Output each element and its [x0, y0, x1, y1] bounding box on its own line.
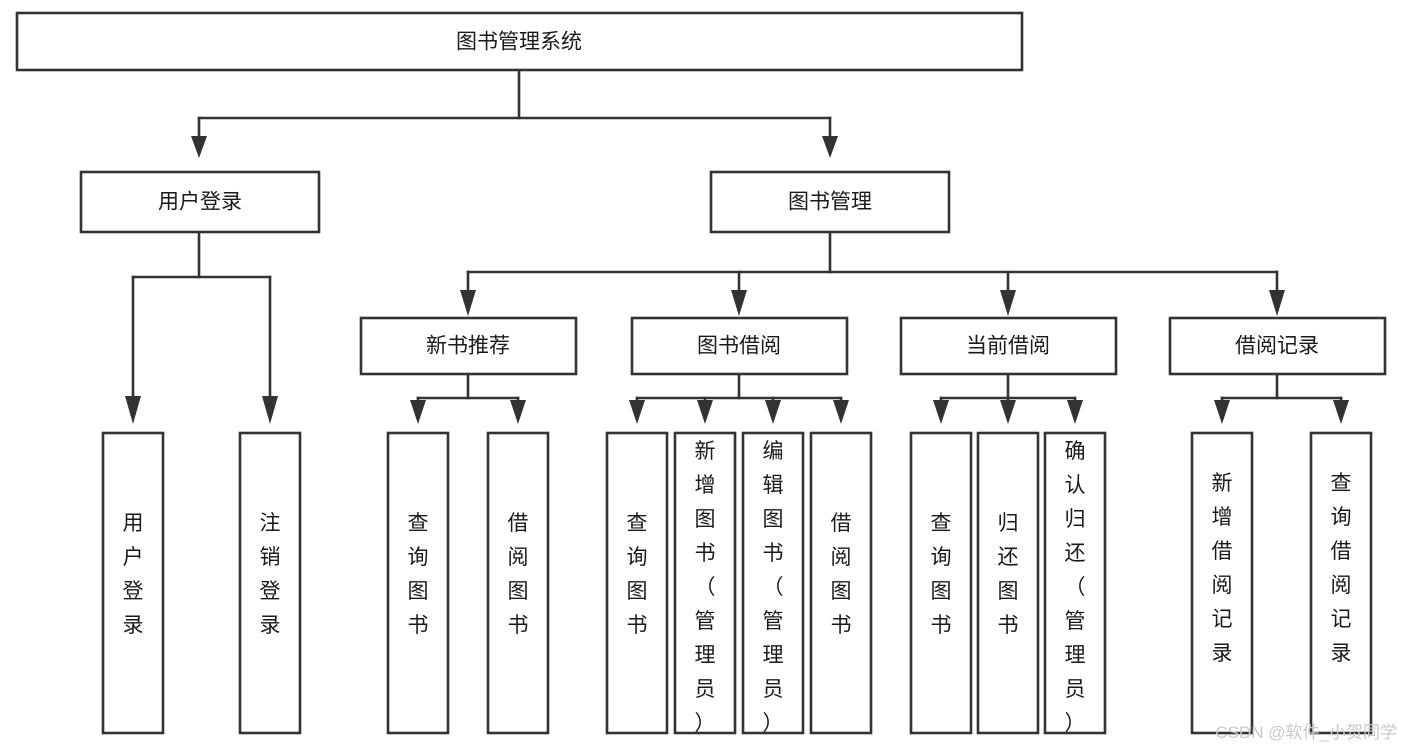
node-user-login-label: 用户登录	[158, 191, 242, 214]
node-book-borrow-label: 图书借阅	[697, 335, 781, 358]
leaf-current-borrow-2-label: 归还图书	[998, 512, 1019, 637]
leaf-borrow-records-2[interactable]: 查询借阅记录	[1309, 431, 1373, 735]
leaf-book-borrow-2[interactable]: 新增图书（管理员）	[673, 431, 737, 735]
leaf-book-borrow-1-box[interactable]	[605, 431, 669, 735]
arrow-borrow-leaf-4	[833, 400, 849, 424]
arrow-newbook-leaf-1	[410, 400, 426, 424]
leaf-new-book-1-label: 查询图书	[408, 512, 429, 637]
node-borrow-records-label: 借阅记录	[1235, 335, 1319, 358]
leaf-new-book-2-box[interactable]	[486, 431, 550, 735]
arrow-current-leaf-3	[1067, 400, 1083, 424]
arrow-bookmgmt-to-records	[1269, 290, 1285, 316]
leaf-new-book-1[interactable]: 查询图书	[386, 431, 450, 735]
leaf-borrow-records-2-box[interactable]	[1309, 431, 1373, 735]
leaf-book-borrow-3-label: 编辑图书（管理员）	[763, 440, 784, 735]
arrow-current-leaf-1	[933, 400, 949, 424]
arrow-userlogin-leaf-1	[125, 396, 141, 424]
node-root-label: 图书管理系统	[456, 31, 582, 54]
node-current-borrow-label: 当前借阅	[966, 335, 1050, 358]
arrow-records-leaf-1	[1214, 400, 1230, 424]
leaf-borrow-records-1-box[interactable]	[1190, 431, 1254, 735]
connector-group-records	[1214, 372, 1349, 424]
arrow-current-leaf-2	[1000, 400, 1016, 424]
arrow-root-to-bookmgmt	[822, 136, 838, 158]
leaf-current-borrow-2-box[interactable]	[976, 431, 1040, 735]
node-book-borrow[interactable]: 图书借阅	[630, 316, 849, 376]
leaf-current-borrow-1-label: 查询图书	[931, 512, 952, 637]
csdn-watermark: CSDN @软件_小贺同学	[1215, 723, 1397, 742]
leaf-book-borrow-4[interactable]: 借阅图书	[809, 431, 873, 735]
arrow-borrow-leaf-1	[629, 400, 645, 424]
node-user-login-box[interactable]	[79, 170, 321, 234]
node-book-management-box[interactable]	[709, 170, 951, 234]
arrow-bookmgmt-to-borrow	[731, 290, 747, 316]
leaf-user-login-1-label: 用户登录	[123, 512, 144, 637]
node-book-borrow-box[interactable]	[630, 316, 849, 376]
leaf-book-borrow-1[interactable]: 查询图书	[605, 431, 669, 735]
node-borrow-records-box[interactable]	[1168, 316, 1387, 376]
node-root[interactable]: 图书管理系统	[15, 11, 1024, 72]
leaf-book-borrow-3[interactable]: 编辑图书（管理员）	[741, 431, 805, 735]
node-root-box[interactable]	[15, 11, 1024, 72]
connector-group-newbook	[410, 372, 526, 424]
node-user-login[interactable]: 用户登录	[79, 170, 321, 234]
leaf-new-book-2[interactable]: 借阅图书	[486, 431, 550, 735]
leaf-current-borrow-1[interactable]: 查询图书	[909, 431, 973, 735]
leaf-book-borrow-3-box[interactable]	[741, 431, 805, 735]
node-book-management[interactable]: 图书管理	[709, 170, 951, 234]
arrow-userlogin-leaf-2	[262, 396, 278, 424]
arrow-bookmgmt-to-current	[1000, 290, 1016, 316]
leaf-user-login-1[interactable]: 用户登录	[101, 431, 165, 735]
arrow-records-leaf-2	[1333, 400, 1349, 424]
node-borrow-records[interactable]: 借阅记录	[1168, 316, 1387, 376]
leaf-borrow-records-1[interactable]: 新增借阅记录	[1190, 431, 1254, 735]
arrow-newbook-leaf-2	[510, 400, 526, 424]
leaf-user-login-2-box[interactable]	[238, 431, 302, 735]
leaf-current-borrow-3-label: 确认归还（管理员）	[1065, 440, 1086, 735]
leaf-new-book-2-label: 借阅图书	[508, 512, 529, 637]
leaf-user-login-2[interactable]: 注销登录	[238, 431, 302, 735]
leaf-current-borrow-3[interactable]: 确认归还（管理员）	[1043, 431, 1107, 735]
leaf-borrow-records-2-label: 查询借阅记录	[1331, 472, 1352, 665]
leaf-borrow-records-1-label: 新增借阅记录	[1212, 472, 1233, 665]
connector-group-bookmgmt	[460, 230, 1285, 316]
leaf-book-borrow-1-label: 查询图书	[627, 512, 648, 637]
arrow-borrow-leaf-2	[697, 400, 713, 424]
connector-group-current	[933, 372, 1083, 424]
node-new-book-recommend-box[interactable]	[359, 316, 578, 376]
arrow-bookmgmt-to-newbook	[460, 290, 476, 316]
leaf-new-book-1-box[interactable]	[386, 431, 450, 735]
leaf-book-borrow-2-box[interactable]	[673, 431, 737, 735]
node-new-book-recommend-label: 新书推荐	[426, 335, 510, 358]
node-new-book-recommend[interactable]: 新书推荐	[359, 316, 578, 376]
arrow-borrow-leaf-3	[765, 400, 781, 424]
leaf-current-borrow-2[interactable]: 归还图书	[976, 431, 1040, 735]
leaf-current-borrow-1-box[interactable]	[909, 431, 973, 735]
connector-group-userlogin	[125, 230, 278, 424]
node-current-borrow[interactable]: 当前借阅	[899, 316, 1118, 376]
node-current-borrow-box[interactable]	[899, 316, 1118, 376]
leaf-user-login-2-label: 注销登录	[260, 512, 281, 637]
node-book-management-label: 图书管理	[788, 191, 872, 214]
connector-group-borrow	[629, 372, 849, 424]
leaf-book-borrow-2-label: 新增图书（管理员）	[695, 440, 716, 735]
connector-group-root	[191, 68, 838, 158]
leaf-book-borrow-4-box[interactable]	[809, 431, 873, 735]
leaf-current-borrow-3-box[interactable]	[1043, 431, 1107, 735]
arrow-root-to-userlogin	[191, 136, 207, 158]
leaf-user-login-1-box[interactable]	[101, 431, 165, 735]
leaf-book-borrow-4-label: 借阅图书	[831, 512, 852, 637]
